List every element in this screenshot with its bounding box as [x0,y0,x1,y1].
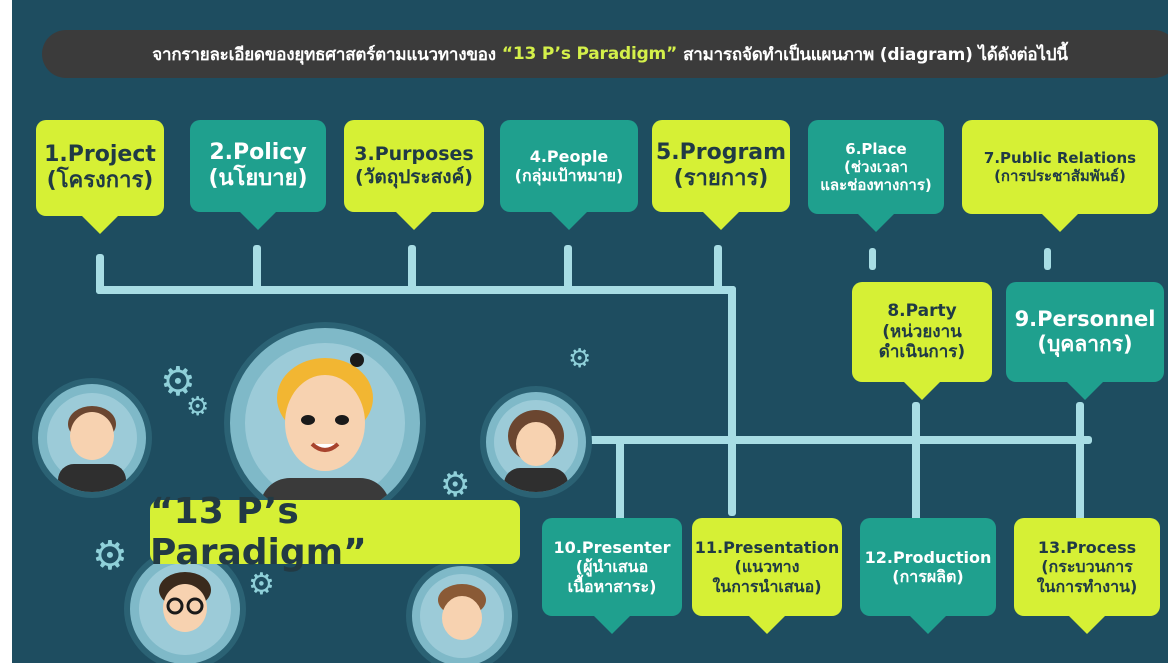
connector-v-4 [564,245,572,294]
card-party-title: 8.Party [887,301,957,322]
card-place: 6.Place (ช่วงเวลา และช่องทางการ) [808,120,944,232]
connector-v-6 [869,248,876,270]
card-project: 1.Project (โครงการ) [36,120,164,234]
gear-icon: ⚙ [186,392,210,422]
card-process: 13.Process (กระบวนการ ในการทำงาน) [1014,518,1160,634]
gear-icon: ⚙ [92,533,128,579]
card-presentation-subtitle-2: ในการนำเสนอ) [712,576,822,596]
avatar-man-bottom [406,560,518,663]
card-party-subtitle-2: ดำเนินการ) [878,342,966,363]
card-purposes-subtitle: (วัตถุประสงค์) [355,166,473,188]
header-prefix: จากรายละเอียดของยุทธศาสตร์ตามแนวทางของ [152,44,496,65]
card-public-relations-title: 7.Public Relations [983,149,1137,167]
card-project-subtitle: (โครงการ) [46,168,154,193]
card-people: 4.People (กลุ่มเป้าหมาย) [500,120,638,230]
card-presenter-subtitle-2: เนื้อหาสาระ) [567,576,657,596]
card-production-title: 12.Production [864,547,992,567]
gear-icon: ⚙ [248,567,275,602]
card-presenter-title: 10.Presenter [553,538,671,558]
card-presenter: 10.Presenter (ผู้นำเสนอ เนื้อหาสาระ) [542,518,682,634]
card-process-title: 13.Process [1037,538,1137,558]
card-party: 8.Party (หน่วยงาน ดำเนินการ) [852,282,992,400]
card-personnel-subtitle: (บุคลากร) [1037,332,1133,356]
connector-v-1 [96,254,104,294]
card-place-subtitle-1: (ช่วงเวลา [844,158,908,176]
card-policy-subtitle: (นโยบาย) [208,166,308,191]
connector-bottom-horizontal [552,436,1092,444]
paradigm-title-badge: “13 P’s Paradigm” [150,491,520,573]
card-place-title: 6.Place [845,140,907,158]
connector-spine [728,286,736,516]
connector-v-8 [912,402,920,522]
man-illustration [159,572,211,632]
card-process-subtitle-1: (กระบวนการ [1041,557,1133,577]
card-project-title: 1.Project [44,141,156,167]
card-production: 12.Production (การผลิต) [860,518,996,634]
connector-top-horizontal [96,286,736,294]
header-suffix: สามารถจัดทำเป็นแผนภาพ (diagram) ได้ดังต่… [683,44,1068,65]
connector-v-7 [1044,248,1051,270]
card-policy: 2.Policy (นโยบาย) [190,120,326,230]
connector-v-9 [1076,402,1084,522]
card-purposes-title: 3.Purposes [354,143,474,166]
header-highlight: “13 P’s Paradigm” [501,44,678,64]
card-personnel-title: 9.Personnel [1014,306,1156,331]
gear-icon: ⚙ [160,359,196,405]
card-people-title: 4.People [529,146,609,166]
avatar-man-left [32,378,152,498]
avatar-main-woman [224,322,426,524]
man-illustration [58,406,126,492]
gear-icon: ⚙ [440,465,471,505]
card-presentation: 11.Presentation (แนวทาง ในการนำเสนอ) [692,518,842,634]
card-place-subtitle-2: และช่องทางการ) [820,176,932,194]
card-presentation-subtitle-1: (แนวทาง [734,557,800,577]
card-party-subtitle-1: (หน่วยงาน [882,321,962,342]
connector-v-2 [253,245,261,294]
card-process-subtitle-2: ในการทำงาน) [1036,576,1138,596]
woman-illustration [504,410,568,492]
diagram-canvas: ⚙ ⚙ ⚙ ⚙ ⚙ ⚙ ⚙ [12,0,1168,663]
card-program-title: 5.Program [655,139,787,165]
card-personnel: 9.Personnel (บุคลากร) [1006,282,1164,400]
card-people-subtitle: (กลุ่มเป้าหมาย) [514,166,624,185]
card-presentation-title: 11.Presentation [694,538,840,558]
card-program: 5.Program (รายการ) [652,120,790,230]
card-presenter-subtitle-1: (ผู้นำเสนอ [575,557,649,577]
card-public-relations: 7.Public Relations (การประชาสัมพันธ์) [962,120,1158,232]
card-public-relations-subtitle: (การประชาสัมพันธ์) [994,167,1126,185]
card-production-subtitle: (การผลิต) [892,567,964,586]
connector-v-3 [408,245,416,294]
card-purposes: 3.Purposes (วัตถุประสงค์) [344,120,484,230]
card-policy-title: 2.Policy [209,139,307,165]
man-illustration [438,584,486,640]
woman-illustration [260,353,390,518]
gear-icon: ⚙ [568,344,592,374]
connector-v-5 [714,245,722,294]
avatar-woman-right [480,386,592,498]
connector-v-10 [616,436,624,522]
avatar-man-glasses [124,548,246,663]
diagram-header: จากรายละเอียดของยุทธศาสตร์ตามแนวทางของ “… [42,30,1168,78]
card-program-subtitle: (รายการ) [673,166,769,191]
